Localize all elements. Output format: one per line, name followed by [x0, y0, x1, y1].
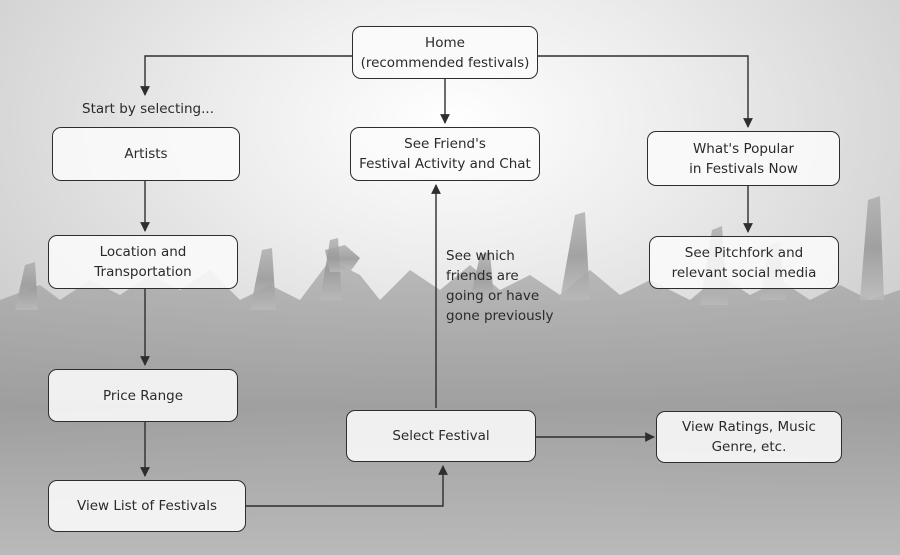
node-location[interactable]: Location and Transportation — [48, 235, 238, 289]
node-pitchfork[interactable]: See Pitchfork and relevant social media — [649, 236, 839, 289]
arrow-home-to-artists — [140, 55, 352, 96]
node-pitchfork-label: See Pitchfork and relevant social media — [671, 244, 817, 281]
arrow-home-to-popular — [538, 55, 753, 128]
node-friends-activity[interactable]: See Friend's Festival Activity and Chat — [350, 127, 540, 181]
node-view-list-label: View List of Festivals — [77, 498, 217, 514]
node-location-label: Location and Transportation — [94, 244, 192, 280]
node-view-list[interactable]: View List of Festivals — [48, 480, 246, 532]
start-label: Start by selecting... — [82, 101, 214, 117]
node-artists-label: Artists — [124, 146, 168, 162]
node-ratings[interactable]: View Ratings, Music Genre, etc. — [656, 411, 842, 463]
node-select-festival[interactable]: Select Festival — [346, 410, 536, 462]
node-price-label: Price Range — [102, 387, 183, 404]
node-friends-activity-label: See Friend's Festival Activity and Chat — [359, 136, 531, 172]
node-popular[interactable]: What's Popular in Festivals Now — [647, 131, 840, 186]
friends-note-label: See which friends are going or have gone… — [446, 248, 554, 324]
node-home[interactable]: Home (recommended festivals) — [352, 26, 538, 79]
node-home-label: Home (recommended festivals) — [360, 34, 530, 71]
node-ratings-label: View Ratings, Music Genre, etc. — [682, 419, 816, 455]
node-artists[interactable]: Artists — [52, 127, 240, 181]
node-popular-label: What's Popular in Festivals Now — [689, 140, 798, 177]
node-select-festival-label: Select Festival — [392, 428, 490, 444]
arrow-viewlist-to-select — [246, 465, 448, 507]
node-price[interactable]: Price Range — [48, 369, 238, 422]
